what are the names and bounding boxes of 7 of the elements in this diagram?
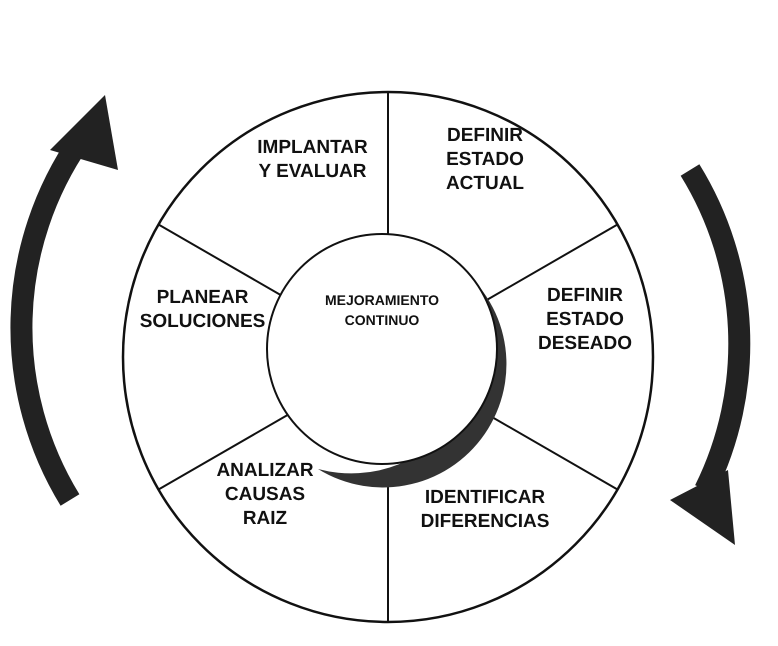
segment-label: IMPLANTAR Y EVALUAR — [256, 136, 369, 184]
segment-label: DEFINIR ESTADO ACTUAL — [444, 124, 526, 196]
segment-label: DEFINIR ESTADO DESEADO — [537, 284, 633, 356]
center-label: MEJORAMIENTO CONTINUO — [324, 291, 440, 330]
segment-label: IDENTIFICAR DIFERENCIAS — [420, 486, 550, 534]
segment-label: ANALIZAR CAUSAS RAIZ — [215, 459, 315, 531]
segment-label: PLANEAR SOLUCIONES — [138, 286, 266, 334]
